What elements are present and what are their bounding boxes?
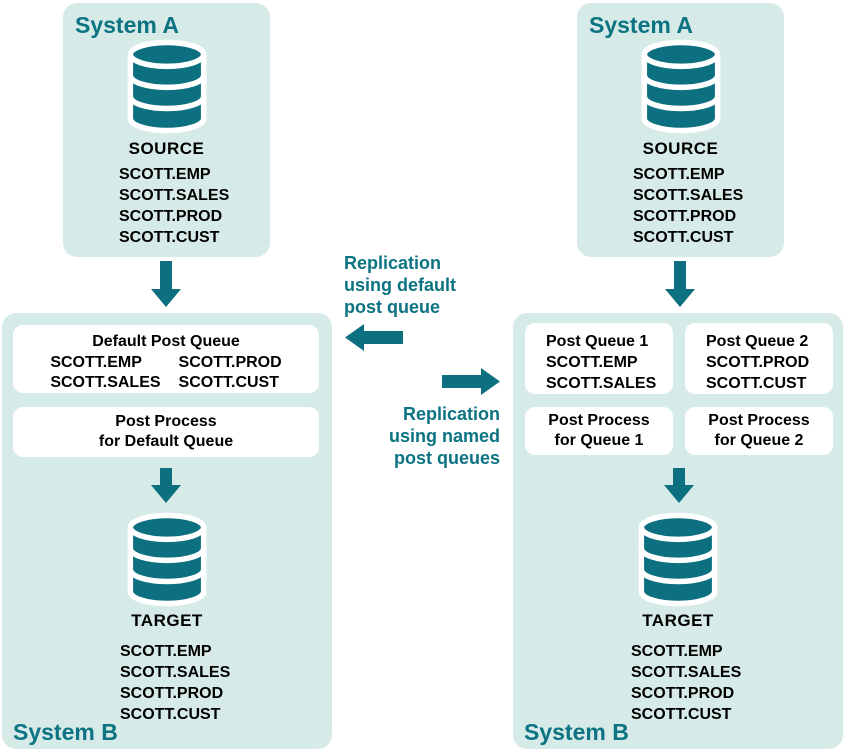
post-process-2-box: Post Process for Queue 2 bbox=[685, 407, 833, 455]
process-line: Post Process bbox=[115, 413, 217, 430]
replication-default-label: Replication using default post queue bbox=[344, 252, 456, 318]
panel-title: System B bbox=[13, 719, 118, 745]
table-name: SCOTT.PROD bbox=[631, 685, 735, 702]
arrow-down-icon bbox=[664, 261, 696, 307]
label-line: post queue bbox=[344, 297, 441, 317]
table-name: SCOTT.SALES bbox=[631, 664, 742, 681]
label-line: post queues bbox=[393, 448, 500, 468]
panel-title: System A bbox=[75, 12, 179, 38]
table-list: SCOTT.EMP SCOTT.SALES SCOTT.PROD SCOTT.C… bbox=[631, 641, 741, 725]
queue-tables-col1: SCOTT.EMP SCOTT.SALES bbox=[50, 353, 160, 393]
table-name: SCOTT.EMP bbox=[631, 643, 723, 660]
database-label: SOURCE bbox=[128, 139, 205, 158]
panel-system-b-left: Default Post Queue SCOTT.EMP SCOTT.SALES… bbox=[2, 313, 332, 749]
database-icon bbox=[121, 510, 213, 614]
table-list: SCOTT.EMP SCOTT.SALES SCOTT.PROD SCOTT.C… bbox=[119, 164, 229, 248]
default-post-queue-box: Default Post Queue SCOTT.EMP SCOTT.SALES… bbox=[13, 325, 319, 393]
arrow-right-icon bbox=[442, 368, 500, 395]
post-process-1-box: Post Process for Queue 1 bbox=[525, 407, 673, 455]
table-name: SCOTT.CUST bbox=[631, 706, 732, 723]
database-icon bbox=[635, 37, 727, 141]
table-name: SCOTT.SALES bbox=[50, 374, 161, 391]
table-name: SCOTT.SALES bbox=[546, 375, 657, 392]
table-name: SCOTT.EMP bbox=[633, 166, 725, 183]
table-name: SCOTT.SALES bbox=[633, 187, 744, 204]
arrow-down-icon bbox=[150, 468, 182, 503]
table-list: SCOTT.EMP SCOTT.SALES SCOTT.PROD SCOTT.C… bbox=[633, 164, 743, 248]
arrow-down-icon bbox=[663, 468, 695, 503]
table-name: SCOTT.EMP bbox=[50, 354, 142, 371]
table-name: SCOTT.CUST bbox=[706, 375, 807, 392]
label-line: Replication bbox=[402, 404, 500, 424]
table-name: SCOTT.CUST bbox=[178, 374, 279, 391]
process-line: for Default Queue bbox=[98, 433, 234, 450]
table-name: SCOTT.CUST bbox=[119, 229, 220, 246]
post-queue-2-box: Post Queue 2 SCOTT.PROD SCOTT.CUST bbox=[685, 323, 833, 394]
process-line: Post Process bbox=[708, 412, 810, 429]
database-icon bbox=[632, 510, 724, 614]
label-line: using named bbox=[388, 426, 500, 446]
database-label: TARGET bbox=[642, 611, 714, 630]
process-line: for Queue 2 bbox=[714, 432, 804, 449]
table-list: SCOTT.EMP SCOTT.SALES SCOTT.PROD SCOTT.C… bbox=[120, 641, 230, 725]
table-name: SCOTT.PROD bbox=[119, 208, 223, 225]
table-name: SCOTT.PROD bbox=[178, 354, 282, 371]
arrow-left-icon bbox=[345, 324, 403, 351]
queue-box-title: Default Post Queue bbox=[92, 333, 240, 350]
table-name: SCOTT.EMP bbox=[119, 166, 211, 183]
label-line: Replication bbox=[344, 253, 442, 273]
table-name: SCOTT.PROD bbox=[120, 685, 224, 702]
process-line: Post Process bbox=[548, 412, 650, 429]
process-line: for Queue 1 bbox=[554, 432, 644, 449]
table-name: SCOTT.PROD bbox=[706, 354, 810, 371]
queue-box-title: Post Queue 2 bbox=[706, 333, 809, 350]
post-process-box: Post Process for Default Queue bbox=[13, 407, 319, 457]
table-name: SCOTT.CUST bbox=[633, 229, 734, 246]
table-name: SCOTT.PROD bbox=[633, 208, 737, 225]
label-line: using default bbox=[344, 275, 456, 295]
post-queue-1-box: Post Queue 1 SCOTT.EMP SCOTT.SALES bbox=[525, 323, 673, 394]
arrow-down-icon bbox=[150, 261, 182, 307]
database-label: SOURCE bbox=[642, 139, 719, 158]
database-icon bbox=[121, 37, 213, 141]
database-label: TARGET bbox=[131, 611, 203, 630]
table-name: SCOTT.EMP bbox=[546, 354, 638, 371]
table-name: SCOTT.CUST bbox=[120, 706, 221, 723]
panel-title: System A bbox=[589, 12, 693, 38]
table-name: SCOTT.SALES bbox=[119, 187, 230, 204]
table-name: SCOTT.SALES bbox=[120, 664, 231, 681]
replication-named-label: Replication using named post queues bbox=[340, 403, 500, 469]
queue-tables-col2: SCOTT.PROD SCOTT.CUST bbox=[179, 353, 282, 393]
queue-box-title: Post Queue 1 bbox=[546, 333, 649, 350]
panel-system-b-right: Post Queue 1 SCOTT.EMP SCOTT.SALES Post … bbox=[513, 313, 843, 749]
panel-system-a-right: System A SOURCE SCOTT.EMP SCOTT.SALES SC… bbox=[577, 3, 784, 257]
panel-system-a-left: System A SOURCE SCOTT.EMP SCOTT.SALES SC… bbox=[63, 3, 270, 257]
panel-title: System B bbox=[524, 719, 629, 745]
table-name: SCOTT.EMP bbox=[120, 643, 212, 660]
